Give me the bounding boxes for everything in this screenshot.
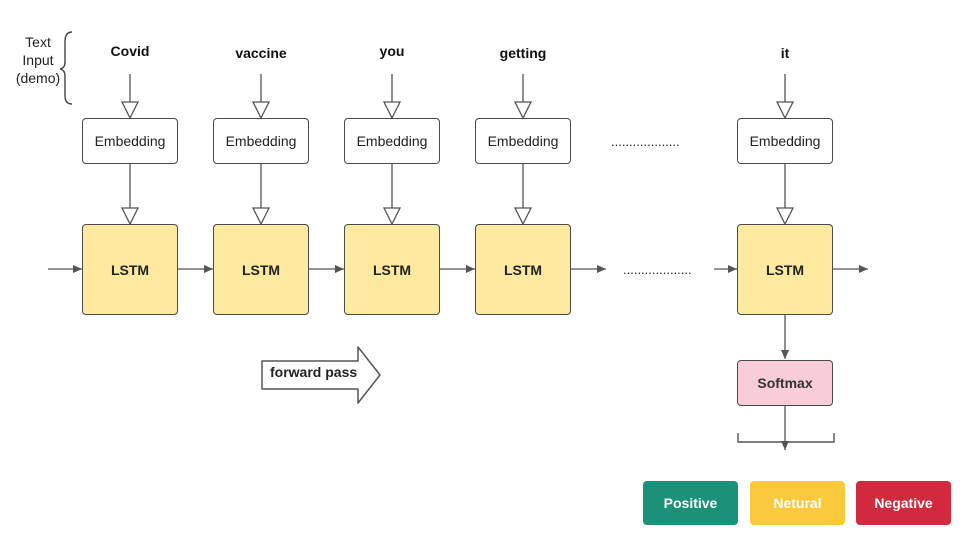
word-covid: Covid bbox=[110, 43, 150, 59]
embedding-to-lstm-arrowhead-4 bbox=[513, 207, 533, 226]
embedding-to-lstm-arrowhead-5 bbox=[775, 207, 795, 226]
forward-pass-label: forward pass bbox=[270, 364, 358, 380]
embedding-to-lstm-arrowhead-1 bbox=[120, 207, 140, 226]
output-positive: Positive bbox=[643, 481, 738, 525]
embedding-box-3: Embedding bbox=[344, 118, 440, 164]
lstm-cell-2: LSTM bbox=[213, 224, 309, 315]
embedding-box-4: Embedding bbox=[475, 118, 571, 164]
lstm-cell-3: LSTM bbox=[344, 224, 440, 315]
output-negative: Negative bbox=[856, 481, 951, 525]
forward-pass-arrow bbox=[261, 346, 381, 404]
word-you: you bbox=[379, 43, 405, 59]
word-to-embedding-arrowhead-3 bbox=[382, 101, 402, 120]
word-to-embedding-arrowhead-4 bbox=[513, 101, 533, 120]
word-vaccine: vaccine bbox=[235, 45, 287, 61]
embedding-to-lstm-arrowhead-3 bbox=[382, 207, 402, 226]
word-to-embedding-arrowhead-1 bbox=[120, 101, 140, 120]
output-neutral: Netural bbox=[750, 481, 845, 525]
softmax-box: Softmax bbox=[737, 360, 833, 406]
input-brace bbox=[59, 31, 73, 105]
word-it: it bbox=[780, 45, 790, 61]
word-to-embedding-arrowhead-2 bbox=[251, 101, 271, 120]
word-getting: getting bbox=[499, 45, 547, 61]
ellipsis-embedding: ................... bbox=[611, 134, 680, 149]
output-brace bbox=[737, 433, 835, 443]
lstm-cell-4: LSTM bbox=[475, 224, 571, 315]
embedding-box-5: Embedding bbox=[737, 118, 833, 164]
ellipsis-lstm: ................... bbox=[623, 262, 692, 277]
lstm-cell-1: LSTM bbox=[82, 224, 178, 315]
word-to-embedding-arrowhead-5 bbox=[775, 101, 795, 120]
embedding-to-lstm-arrowhead-2 bbox=[251, 207, 271, 226]
embedding-box-2: Embedding bbox=[213, 118, 309, 164]
text-input-label: Text Input (demo) bbox=[15, 34, 61, 86]
embedding-box-1: Embedding bbox=[82, 118, 178, 164]
lstm-cell-5: LSTM bbox=[737, 224, 833, 315]
